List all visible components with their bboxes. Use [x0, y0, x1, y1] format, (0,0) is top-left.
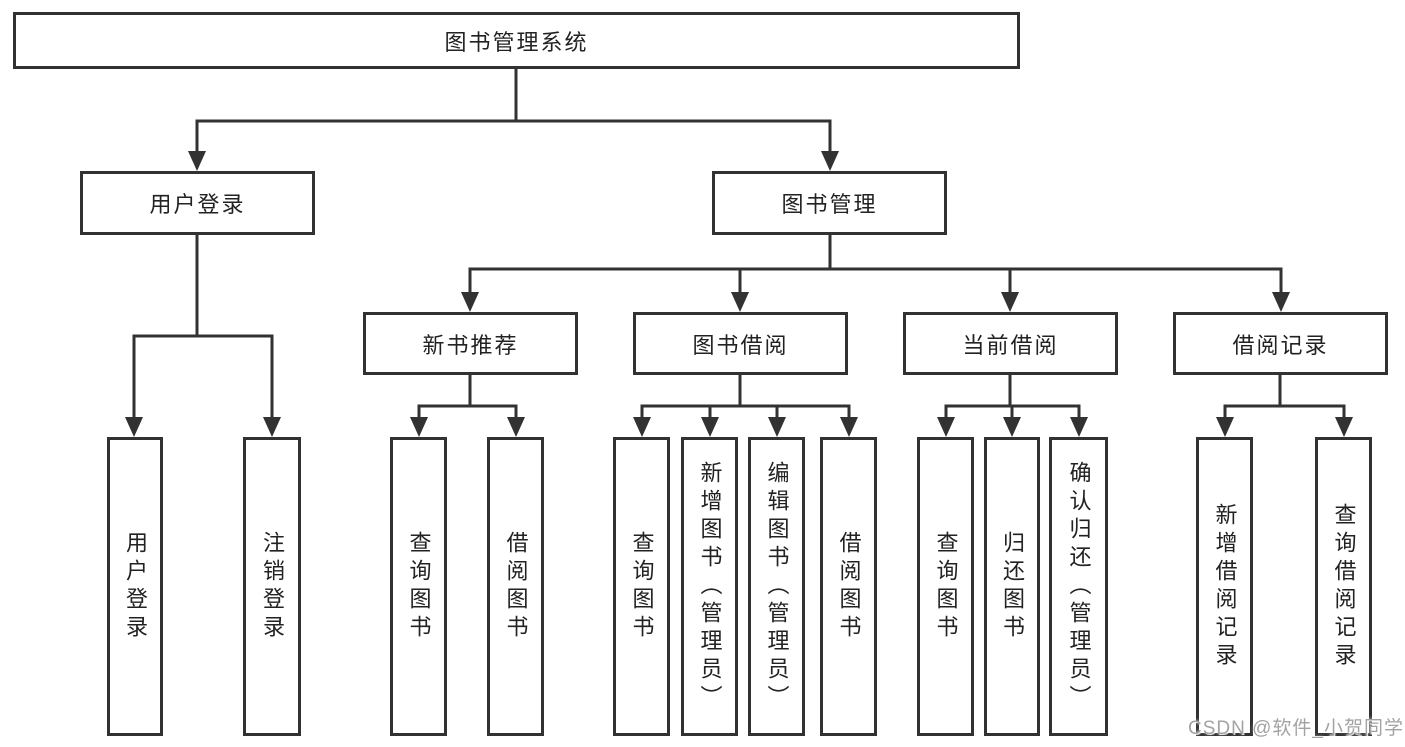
node-label: 借阅图书: [836, 530, 862, 643]
node-borrow-records: 借阅记录: [1173, 312, 1388, 375]
node-label: 当前借阅: [962, 332, 1059, 358]
leaf-return-books: 归还图书: [984, 437, 1040, 736]
node-label: 新增图书（管理员）: [697, 460, 723, 713]
node-user-login: 用户登录: [80, 171, 315, 235]
node-new-book-recommend: 新书推荐: [363, 312, 578, 375]
node-current-borrowing: 当前借阅: [903, 312, 1118, 375]
node-label: 新书推荐: [422, 332, 519, 358]
leaf-add-books-admin: 新增图书（管理员）: [681, 437, 738, 736]
node-label: 编辑图书（管理员）: [764, 460, 790, 713]
leaf-confirm-return-admin: 确认归还（管理员）: [1049, 437, 1108, 736]
leaf-add-borrow-record: 新增借阅记录: [1196, 437, 1253, 736]
node-book-borrowing: 图书借阅: [633, 312, 848, 375]
leaf-query-books-borrowing: 查询图书: [613, 437, 670, 736]
node-label: 用户登录: [123, 530, 148, 643]
leaf-query-borrow-record: 查询借阅记录: [1315, 437, 1372, 736]
node-label: 查询图书: [406, 530, 432, 643]
csdn-watermark: CSDN @软件_小贺同学: [1188, 718, 1404, 739]
node-system-root: 图书管理系统: [13, 12, 1020, 69]
leaf-borrow-books-borrowing: 借阅图书: [820, 437, 877, 736]
node-label: 归还图书: [1000, 530, 1025, 643]
leaf-borrow-books-recommend: 借阅图书: [487, 437, 544, 736]
leaf-user-login: 用户登录: [107, 437, 163, 736]
node-book-management: 图书管理: [712, 171, 947, 235]
node-label: 新增借阅记录: [1212, 502, 1238, 671]
leaf-edit-books-admin: 编辑图书（管理员）: [748, 437, 805, 736]
node-label: 图书管理: [781, 192, 878, 217]
leaf-query-books-recommend: 查询图书: [390, 437, 447, 736]
node-label: 图书借阅: [692, 332, 789, 358]
node-label: 借阅图书: [503, 530, 529, 643]
leaf-query-books-current: 查询图书: [917, 437, 974, 736]
node-label: 查询图书: [933, 530, 959, 643]
node-label: 查询图书: [629, 530, 655, 643]
node-label: 借阅记录: [1232, 332, 1329, 358]
node-label: 查询借阅记录: [1331, 502, 1357, 671]
node-label: 确认归还（管理员）: [1066, 460, 1092, 713]
leaf-logout: 注销登录: [243, 437, 301, 736]
node-label: 用户登录: [149, 192, 246, 217]
node-label: 图书管理系统: [444, 29, 589, 55]
node-label: 注销登录: [260, 530, 285, 643]
